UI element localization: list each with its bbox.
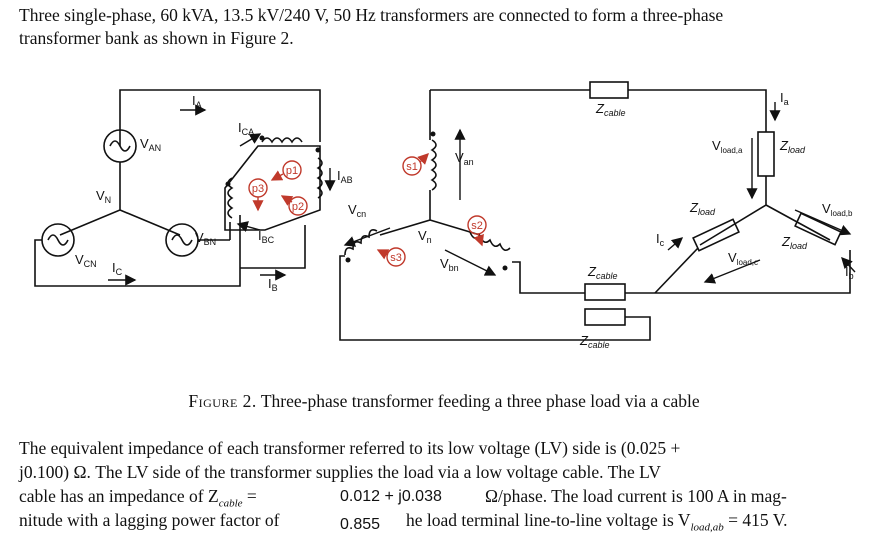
label-z-load-b: Zload [781, 234, 808, 251]
text-p3: p3 [252, 183, 264, 195]
label-Ib: Ib [845, 264, 854, 281]
body-line-2: j0.100) Ω. The LV side of the transforme… [19, 462, 661, 482]
label-Ia: Ia [780, 90, 789, 107]
body-line-1: The equivalent impedance of each transfo… [19, 438, 681, 458]
wire-source-c [34, 215, 241, 287]
source-vcn-wave [47, 234, 69, 246]
wire-b-secondary [512, 261, 585, 294]
cable-b [584, 283, 626, 301]
intro-line-2: transformer bank as shown in Figure 2. [19, 28, 294, 48]
label-IBC: IBC [258, 228, 275, 245]
body-line-4-b: he load terminal line-to-line voltage is… [406, 509, 787, 540]
label-z-load-a: Zload [779, 138, 806, 155]
transformer-circuit-diagram: p1 p2 p3 s1 s2 s3 IA ICA IAB IBC IB IC V… [34, 81, 856, 350]
text-p1: p1 [286, 165, 298, 177]
wire-c-secondary [339, 255, 585, 341]
label-VBN: VBN [195, 230, 216, 247]
intro-line-1: Three single-phase, 60 kVA, 13.5 kV/240 … [19, 5, 724, 25]
wire-cable-c-out [585, 316, 651, 341]
body-line-4-sub: load,ab [690, 521, 724, 534]
wire-neutral [59, 162, 181, 236]
label-Vloadb: Vload,b [822, 201, 853, 218]
body-line-4-end: = 415 V. [723, 510, 788, 530]
figure-caption-text: Three-phase transformer feeding a three … [260, 391, 700, 411]
label-p1 [282, 160, 302, 180]
label-Ic: Ic [656, 231, 665, 248]
load-star [699, 176, 831, 246]
wire-source-b [198, 222, 231, 241]
label-Van: Van [455, 150, 474, 167]
figure-caption-prefix: Figure 2. [188, 391, 257, 411]
label-s1 [402, 156, 422, 176]
wire-b-line [240, 225, 306, 269]
body-line-3-eq: = [242, 486, 257, 506]
coil-s2 [469, 231, 511, 252]
label-VAN: VAN [140, 136, 161, 153]
coil-s1 [430, 139, 437, 191]
cable-impedance-value: 0.012 + j0.038 [340, 488, 442, 506]
label-Vbn: Vbn [440, 256, 459, 273]
power-factor-value: 0.855 [340, 516, 381, 534]
wire-source-a [119, 89, 321, 146]
text-s3: s3 [390, 252, 402, 264]
label-IA: IA [192, 93, 202, 110]
source-vbn-wave [171, 234, 193, 246]
wire-load-c [654, 247, 699, 294]
label-Vloadc: Vload,c [728, 250, 758, 267]
label-z-cable-bottom: Zcable [579, 333, 609, 350]
body-line-3-sub: cable [218, 497, 243, 510]
label-z-load-c: Zload [689, 200, 716, 217]
source-van-wave [109, 140, 131, 152]
wire-neutral-secondary [379, 190, 481, 236]
label-VN: VN [96, 188, 111, 205]
body-line-4-b-text: he load terminal line-to-line voltage is… [406, 510, 691, 530]
load-a [757, 131, 775, 177]
coil-p2 [316, 157, 323, 199]
cable-c [584, 308, 626, 326]
label-z-cable-top: Zcable [595, 101, 625, 118]
delta-primary [224, 145, 321, 231]
label-Vloada: Vload,a [712, 138, 743, 155]
load-b [794, 212, 842, 246]
text-s2: s2 [471, 220, 483, 232]
label-p2 [288, 196, 308, 216]
body-line-3: cable has an impedance of Zcable = [19, 485, 257, 516]
label-IC: IC [112, 260, 123, 277]
body-line-4: nitude with a lagging power factor of [19, 510, 280, 530]
label-z-cable-mid: Zcable [587, 264, 617, 281]
coil-p1 [261, 137, 303, 144]
label-Vcn: Vcn [348, 202, 366, 219]
body-line-3-b: Ω/phase. The load current is 100 A in ma… [485, 486, 787, 506]
coil-s3 [344, 229, 378, 256]
label-Vn: Vn [418, 228, 432, 245]
text-s1: s1 [406, 161, 418, 173]
wire-cable-b-out [625, 250, 851, 294]
label-IB: IB [268, 276, 278, 293]
label-VCN: VCN [75, 252, 97, 269]
load-c [692, 218, 740, 252]
label-ICA: ICA [238, 120, 254, 137]
figure-caption: Figure 2. Three-phase transformer feedin… [0, 391, 888, 412]
text-p2: p2 [292, 201, 304, 213]
wire-top-cable [430, 89, 767, 132]
body-line-3-a: cable has an impedance of Z [19, 486, 219, 506]
label-IAB: IAB [337, 168, 353, 185]
cable-a [589, 81, 629, 99]
